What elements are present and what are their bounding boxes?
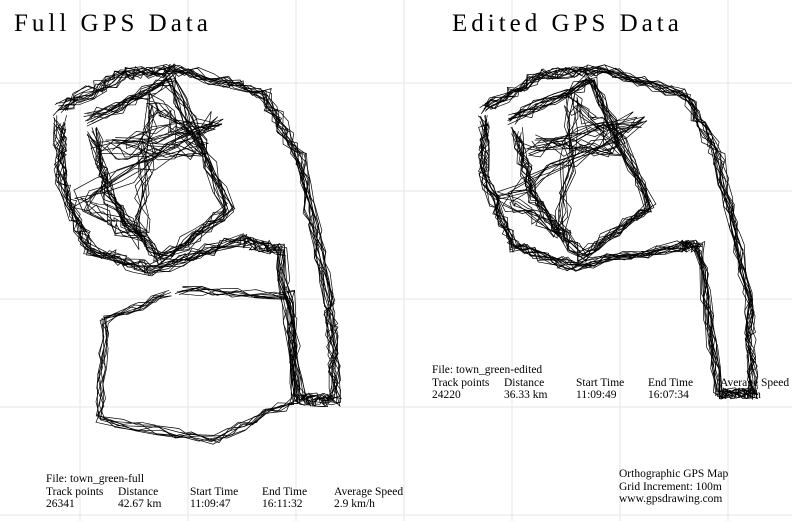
gps-track-line [52, 67, 341, 403]
value-end-time: 16:11:32 [262, 498, 303, 510]
map-legend: Orthographic GPS Map Grid Increment: 100… [619, 468, 728, 506]
gps-track-line [91, 85, 236, 257]
gps-track-line [98, 287, 298, 439]
gps-track-line [83, 104, 214, 242]
gps-track-line [89, 107, 219, 235]
gps-track-line [95, 286, 295, 442]
gps-track-line [97, 288, 299, 442]
header-distance: Distance [504, 376, 545, 389]
header-end-time: End Time [648, 376, 694, 389]
value-average-speed: 2.7 km/h [720, 389, 761, 401]
gps-track-line [53, 67, 341, 408]
file-name: File: town_green-edited [432, 364, 543, 376]
gps-track-line [511, 79, 648, 262]
legend-website: www.gpsdrawing.com [619, 493, 723, 505]
legend-grid-increment: Grid Increment: 100m [619, 480, 722, 493]
gps-track-line [479, 64, 756, 397]
gps-track-line [95, 286, 299, 442]
gps-track-line [86, 78, 228, 259]
gps-track-line [96, 287, 299, 444]
gps-track-line [509, 100, 634, 234]
header-end-time: End Time [262, 485, 308, 498]
gps-track-line [478, 66, 759, 399]
gps-track-line [496, 105, 645, 234]
legend-projection: Orthographic GPS Map [619, 468, 729, 480]
header-distance: Distance [118, 485, 159, 498]
gps-track-line [502, 95, 638, 244]
gps-track-line [480, 68, 753, 397]
header-average-speed: Average Speed [720, 376, 790, 389]
stats-values: 24220 36.33 km 11:09:49 16:07:34 2.7 km/… [432, 389, 792, 402]
gps-track-line [90, 81, 225, 262]
value-end-time: 16:07:34 [648, 389, 689, 401]
gps-track-line [53, 66, 335, 408]
gps-track-line [496, 105, 648, 237]
gps-track-line [507, 89, 638, 237]
file-name: File: town_green-full [46, 473, 145, 485]
value-average-speed: 2.9 km/h [334, 498, 375, 510]
gps-track-line [479, 65, 755, 401]
gps-track-line [97, 289, 297, 441]
value-track-points: 26341 [46, 498, 75, 510]
gps-track-line [509, 79, 651, 255]
stats-headers: Track points Distance Start Time End Tim… [46, 486, 406, 499]
gps-track-line [86, 89, 223, 232]
header-track-points: Track points [432, 376, 490, 389]
gps-track-line [507, 72, 646, 258]
header-start-time: Start Time [576, 376, 625, 389]
gps-track-line [479, 64, 757, 400]
gps-track-line [56, 65, 340, 407]
stats-values: 26341 42.67 km 11:09:47 16:11:32 2.9 km/… [46, 498, 406, 511]
value-distance: 36.33 km [504, 389, 548, 401]
edited-gps-title: Edited GPS Data [452, 10, 683, 37]
stats-headers: Track points Distance Start Time End Tim… [432, 377, 792, 390]
header-track-points: Track points [46, 485, 104, 498]
header-start-time: Start Time [190, 485, 239, 498]
gps-track-line [495, 96, 642, 239]
edited-gps-info: File: town_green-edited Track points Dis… [432, 364, 792, 402]
full-gps-info: File: town_green-full Track points Dista… [46, 473, 406, 511]
gps-track-line [80, 100, 222, 238]
value-start-time: 11:09:49 [576, 389, 617, 401]
value-distance: 42.67 km [118, 498, 162, 510]
value-start-time: 11:09:47 [190, 498, 231, 510]
full-gps-title: Full GPS Data [14, 10, 212, 37]
gps-track-line [515, 78, 647, 254]
gps-track-line [512, 80, 649, 256]
gps-track-line [508, 73, 655, 262]
value-track-points: 24220 [432, 389, 461, 401]
gps-track-line [95, 288, 300, 436]
header-average-speed: Average Speed [334, 485, 404, 498]
gps-track-line [55, 66, 340, 404]
gps-track-line [73, 102, 220, 239]
gps-track-line [84, 78, 230, 260]
